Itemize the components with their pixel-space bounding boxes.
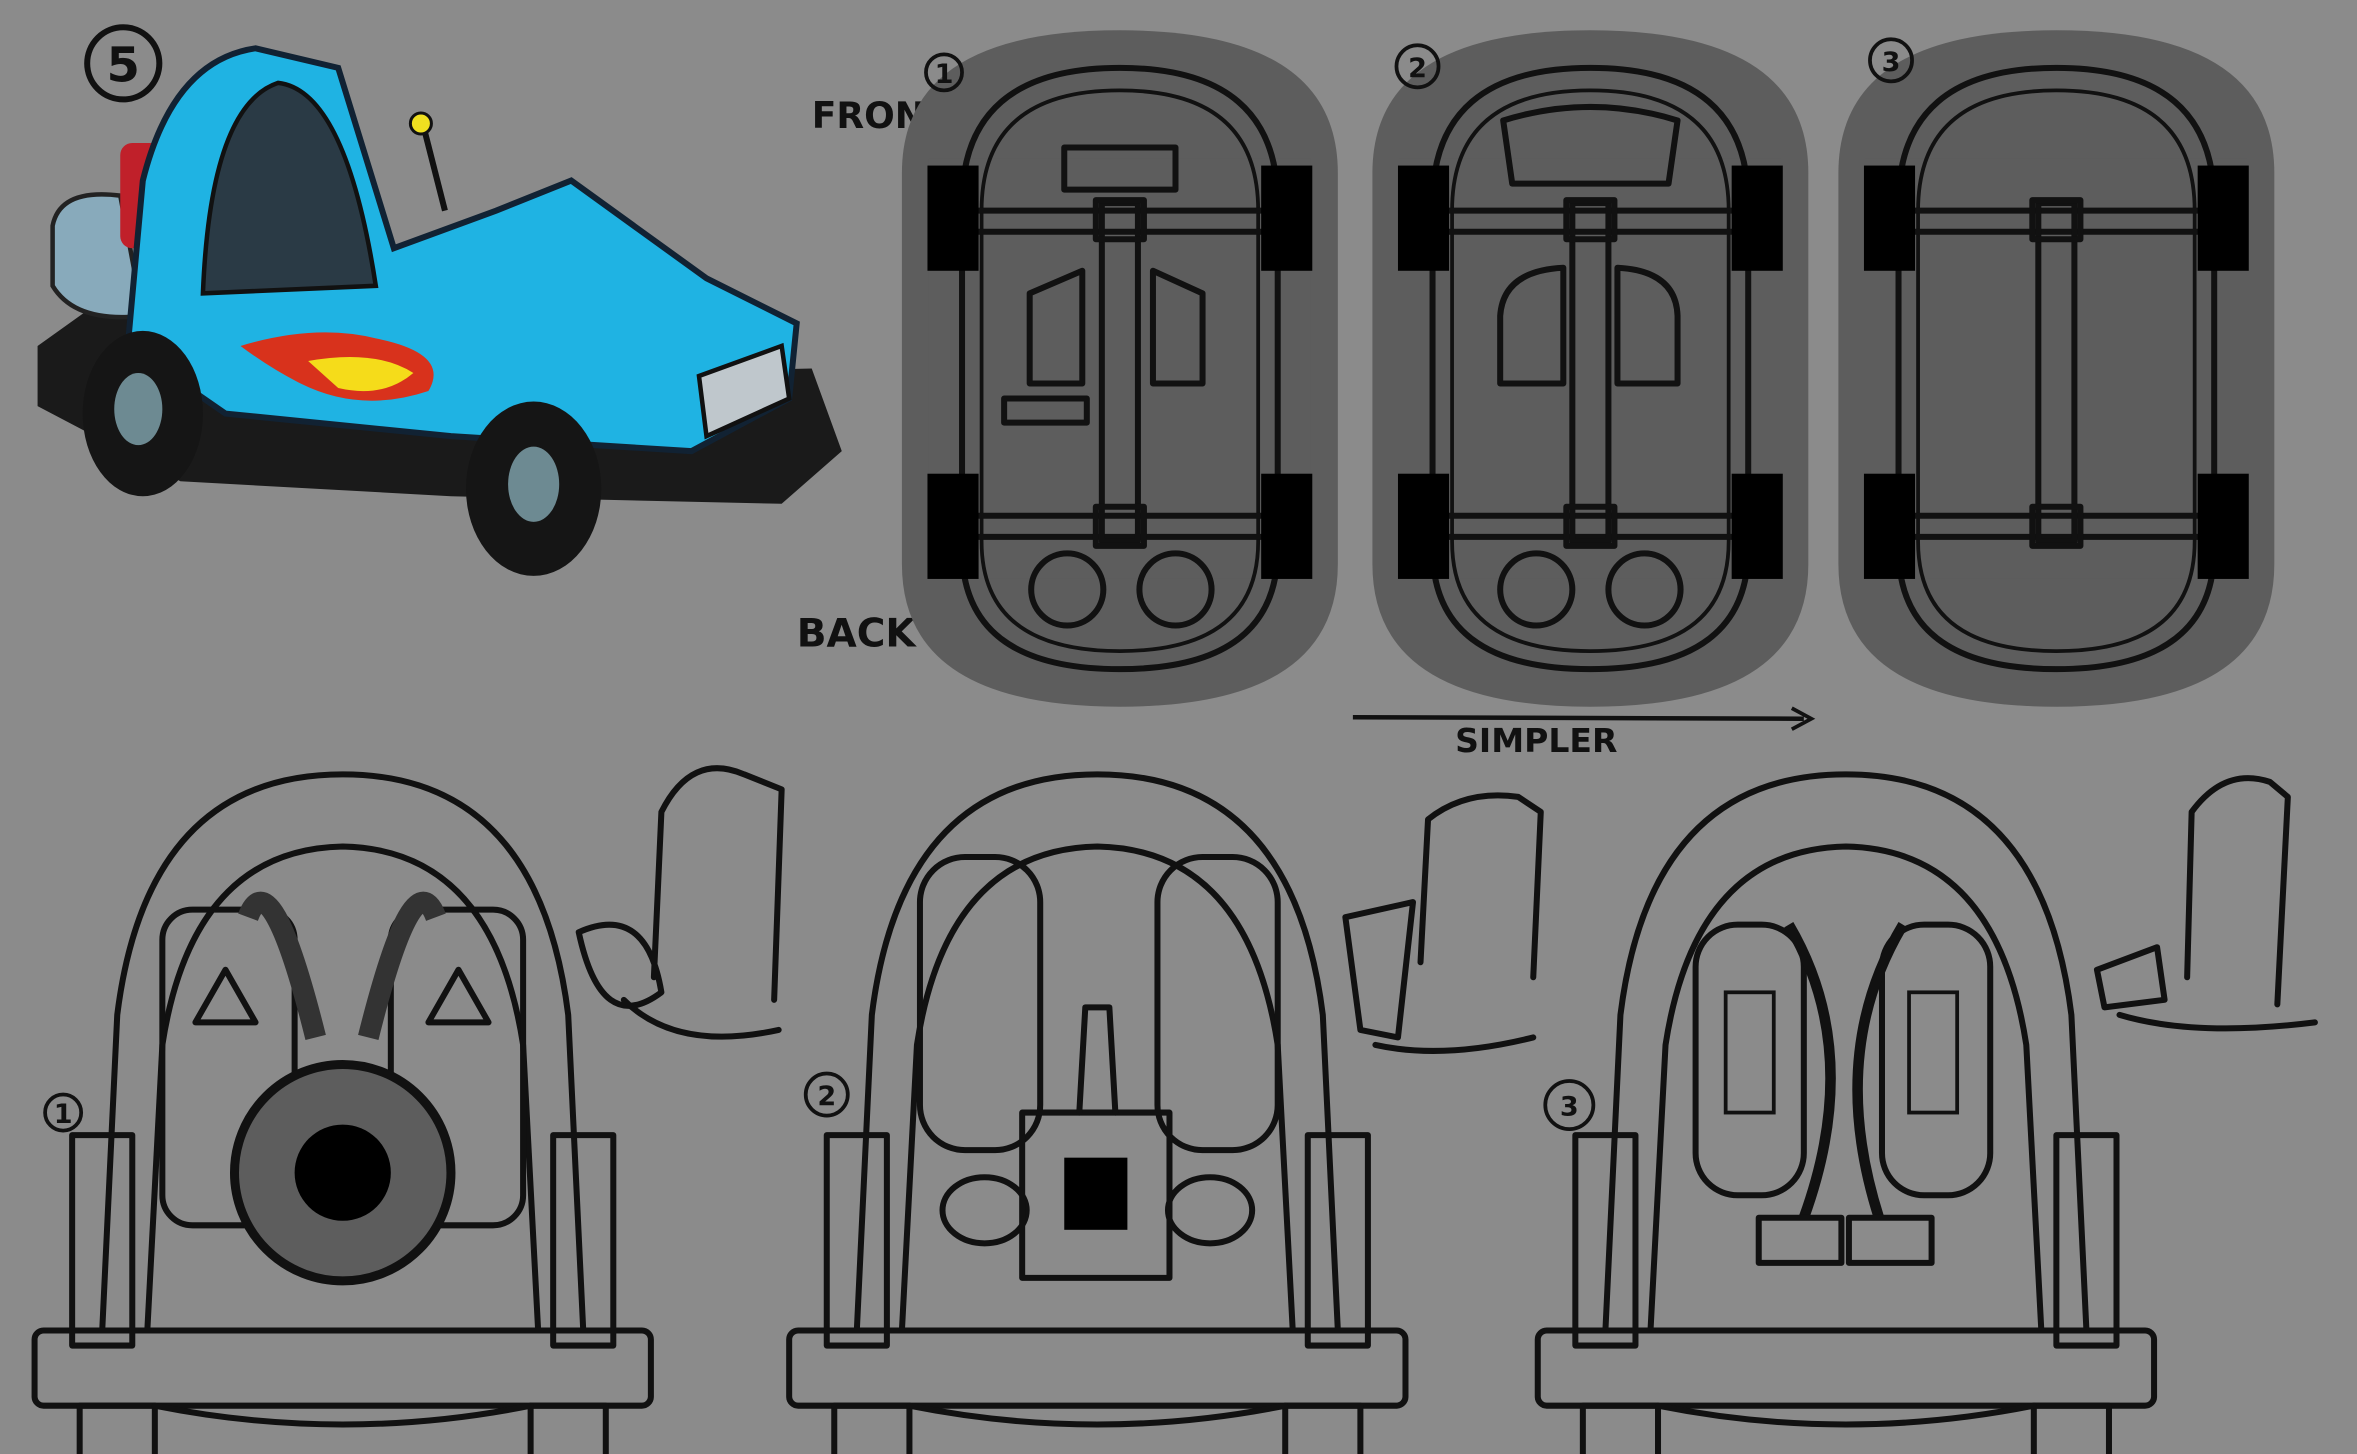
simpler-arrow — [1352, 714, 1804, 721]
rear-view-1-number: 1 — [54, 1099, 73, 1130]
top-view-1-details — [1001, 144, 1215, 629]
top-view-1-number: 1 — [935, 59, 954, 90]
side-sketches — [575, 765, 2318, 1054]
car-number: 5 — [107, 37, 140, 93]
rear-view-2-details — [916, 854, 1281, 1281]
rear-view-2-number: 2 — [817, 1081, 836, 1112]
car-number-circle — [84, 24, 163, 103]
rear-view-1-details — [159, 891, 527, 1286]
top-view-2-details — [1497, 103, 1684, 629]
top-view-2 — [1372, 30, 1808, 706]
back-label: BACK — [797, 612, 918, 657]
bumper-car-illustration — [37, 45, 842, 576]
rear-view-3-details — [1692, 921, 1994, 1266]
top-view-3 — [1838, 30, 2274, 706]
rear-view-numbers: 1 2 3 — [43, 1071, 1596, 1133]
rear-view-3 — [1538, 774, 2154, 1454]
top-view-1 — [902, 30, 1338, 706]
top-view-3-number: 3 — [1882, 47, 1901, 78]
top-view-numbers: 1 2 3 — [924, 37, 1914, 93]
top-view-2-number: 2 — [1408, 53, 1427, 84]
rear-view-3-number: 3 — [1560, 1092, 1579, 1123]
simpler-label: SIMPLER — [1455, 721, 1617, 760]
